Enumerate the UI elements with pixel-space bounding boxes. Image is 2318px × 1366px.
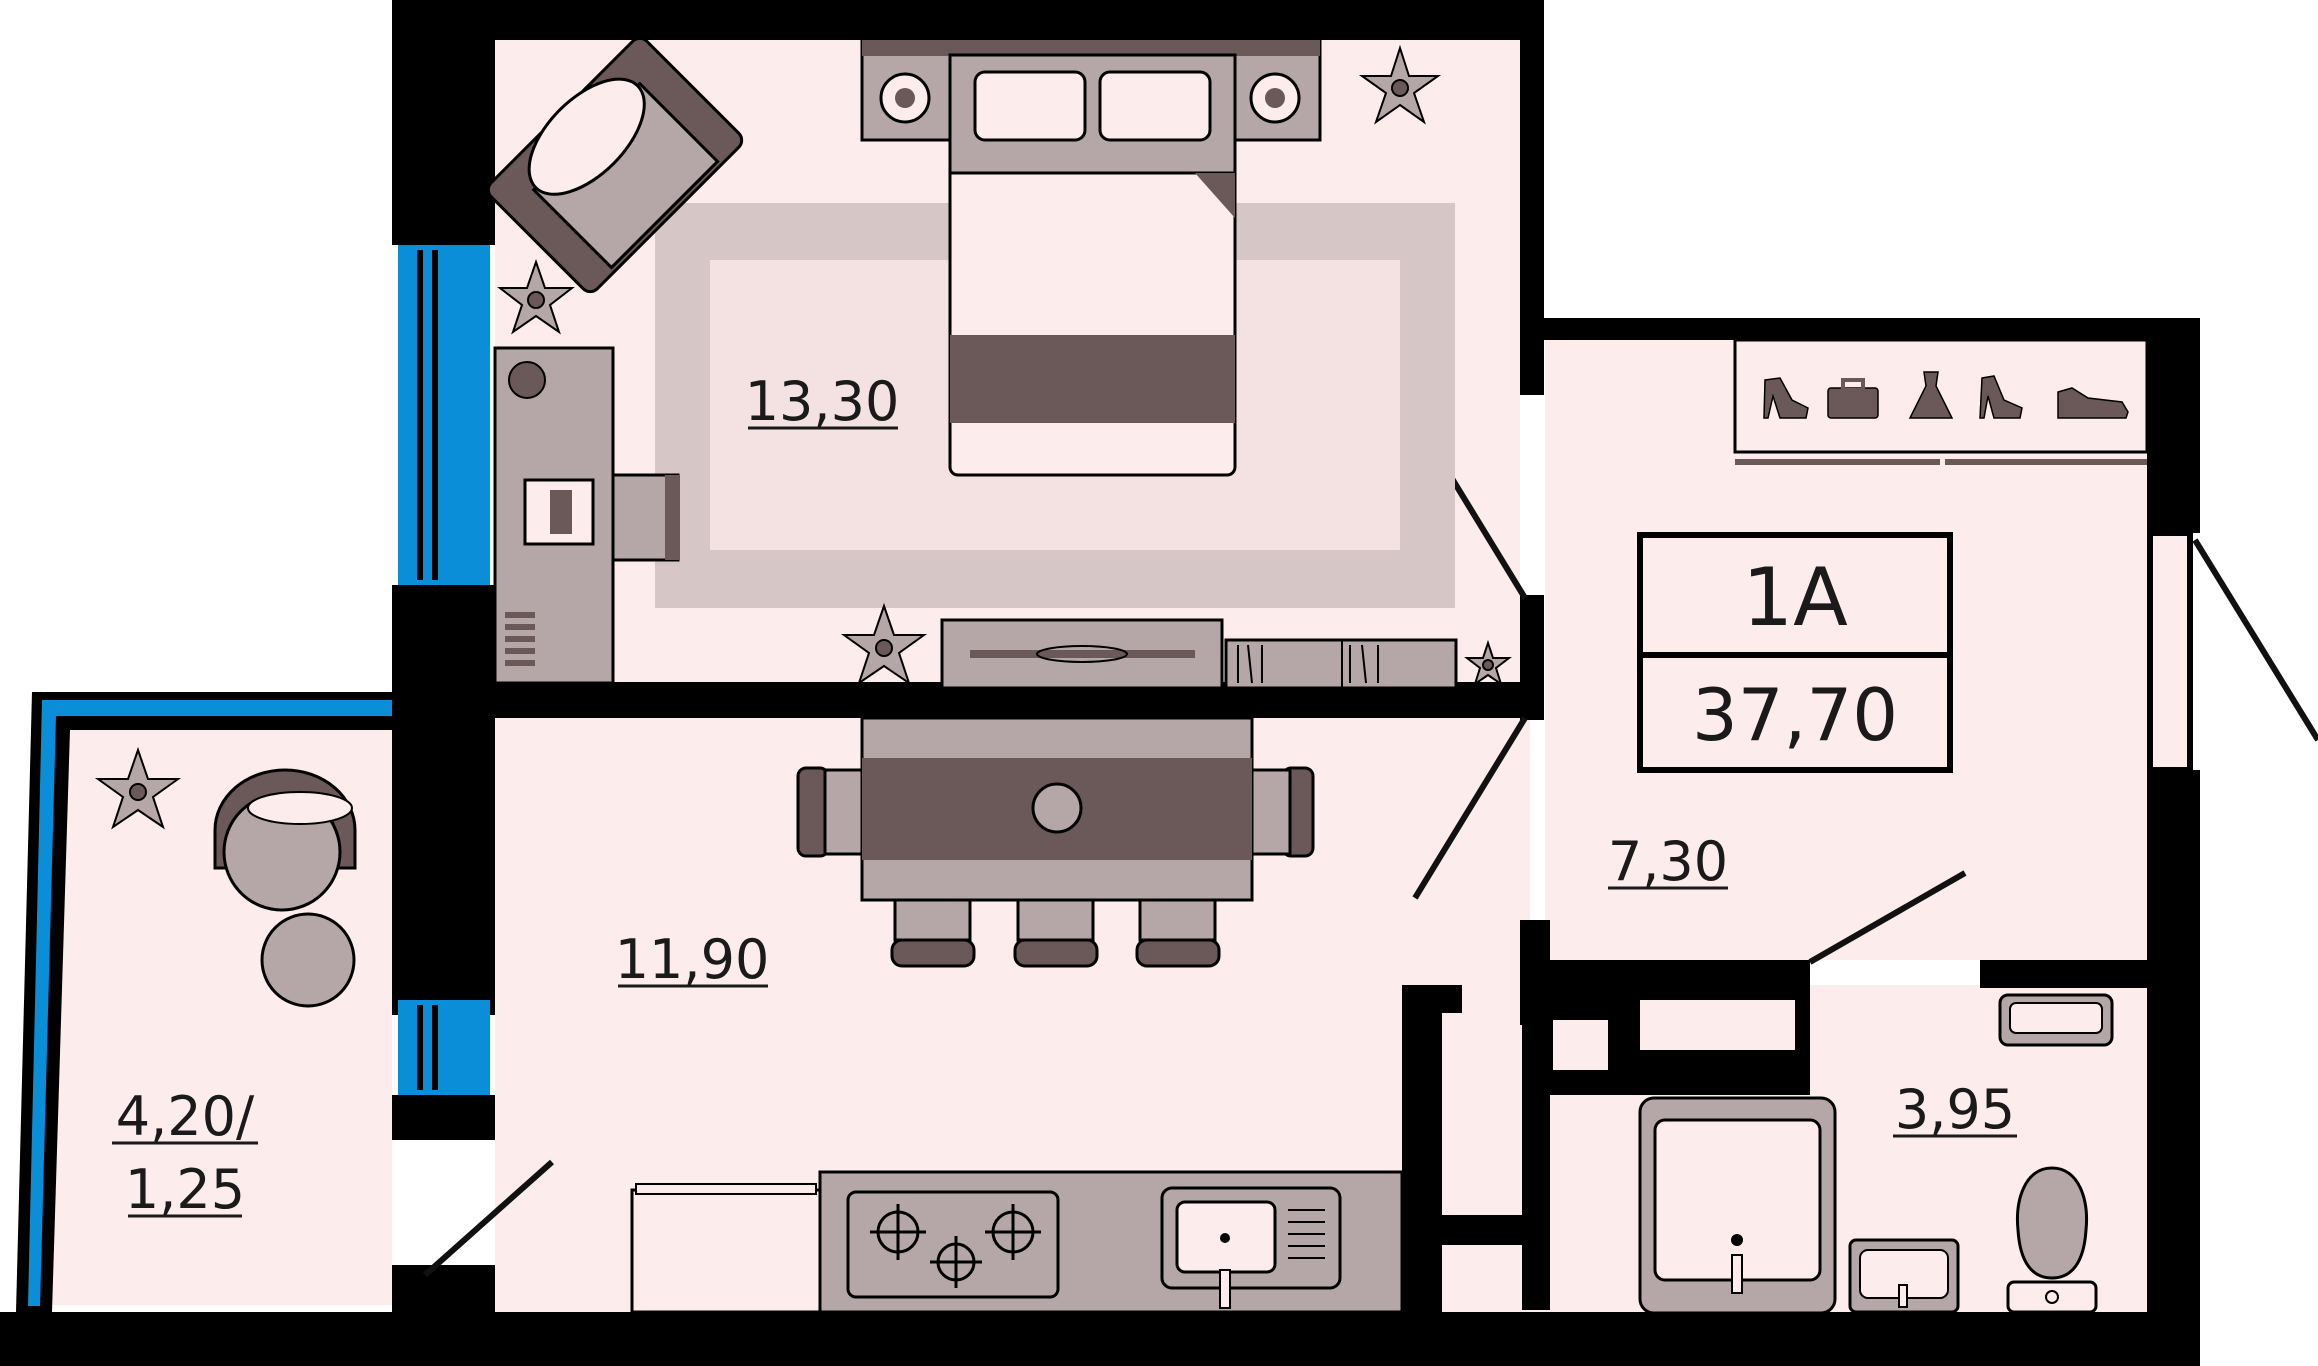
bath-niche-3 bbox=[1442, 1025, 1522, 1215]
bedroom-window bbox=[398, 245, 490, 585]
wall-living-left-low bbox=[392, 1095, 495, 1140]
apartment-type-label: 1A bbox=[1742, 551, 1848, 644]
entry-door-swing bbox=[2192, 538, 2318, 742]
wall-balcony-bottom bbox=[0, 1312, 392, 1366]
wall-bath-top bbox=[1520, 960, 1810, 988]
balcony-furniture bbox=[213, 768, 357, 1008]
bathroom-fixtures bbox=[1638, 993, 2114, 1315]
walls bbox=[0, 0, 2200, 1366]
plant-icon bbox=[1358, 44, 1442, 125]
bath-niche-4 bbox=[1442, 1245, 1522, 1312]
living-area-label: 11,90 bbox=[615, 928, 770, 991]
niche-opening-2 bbox=[1640, 1000, 1795, 1050]
plant-icon bbox=[1464, 639, 1512, 687]
balcony-area-label-line1: 4,20/ bbox=[116, 1085, 255, 1148]
wall-top bbox=[392, 0, 1544, 40]
burner-icon bbox=[870, 1204, 1041, 1288]
sneaker-icon bbox=[2057, 387, 2129, 419]
dining-set bbox=[796, 716, 1315, 968]
hall-area-label: 7,30 bbox=[1608, 830, 1728, 893]
briefcase-icon bbox=[1827, 378, 1879, 419]
wall-bath-shelf bbox=[1442, 1215, 1532, 1245]
pillow-left bbox=[973, 70, 1087, 142]
dress-icon bbox=[1908, 371, 1954, 419]
armchair bbox=[486, 36, 744, 294]
plant-icon bbox=[94, 746, 182, 830]
plant-icon bbox=[497, 258, 575, 335]
balcony-door-swing bbox=[423, 1159, 554, 1278]
wall-kitchen-side bbox=[1402, 985, 1442, 1312]
pillow-right bbox=[1098, 70, 1212, 142]
wall-bedroom-left-top bbox=[392, 0, 495, 245]
wardrobe bbox=[1733, 338, 2149, 465]
bath-door-swing bbox=[1808, 870, 1967, 965]
bed-blanket bbox=[950, 335, 1235, 423]
high-heel-icon bbox=[1979, 375, 2023, 419]
bedroom-area-label: 13,30 bbox=[745, 370, 900, 433]
wall-living-left-bottom bbox=[392, 1265, 495, 1312]
table-vase-icon bbox=[1031, 782, 1083, 834]
balcony-table bbox=[260, 912, 356, 1008]
bedroom-furniture bbox=[486, 36, 1458, 690]
toilet-bowl bbox=[2015, 1166, 2089, 1280]
entry-door-frame bbox=[2147, 530, 2193, 773]
wall-kitchen-side-top bbox=[1402, 985, 1462, 1013]
kitchen bbox=[630, 1170, 1404, 1314]
wall-hall-top bbox=[1520, 318, 2200, 340]
plant-icon bbox=[840, 602, 928, 686]
apartment-badge: 1A 37,70 bbox=[1637, 532, 1953, 773]
windows bbox=[28, 245, 2193, 1306]
high-heel-icon bbox=[1763, 377, 1809, 419]
niche-opening-1 bbox=[1553, 1020, 1608, 1070]
balcony-area-label-line2: 1,25 bbox=[125, 1158, 245, 1221]
balcony-chair bbox=[213, 768, 357, 912]
living-door-swing bbox=[1412, 716, 1528, 900]
plants bbox=[94, 44, 1512, 830]
toilet bbox=[2006, 1280, 2098, 1314]
wall-hall-right-top bbox=[2147, 318, 2200, 533]
fridge bbox=[630, 1188, 822, 1314]
wall-bedroom-left-mid bbox=[392, 585, 495, 1015]
dining-chairs-bottom bbox=[890, 898, 1221, 968]
apartment-total-area: 37,70 bbox=[1692, 673, 1898, 757]
books-icon bbox=[505, 612, 535, 666]
wall-bath-top-right bbox=[1980, 960, 2147, 988]
living-window bbox=[398, 1000, 490, 1095]
desk-lamp-icon bbox=[508, 361, 546, 399]
wall-hall-right-bottom bbox=[2147, 770, 2200, 1325]
bathroom-area-label: 3,95 bbox=[1895, 1078, 2015, 1141]
area-labels: 13,30 11,90 7,30 3,95 4,20/ 1,25 bbox=[112, 370, 2017, 1221]
wall-bottom bbox=[392, 1312, 2200, 1366]
